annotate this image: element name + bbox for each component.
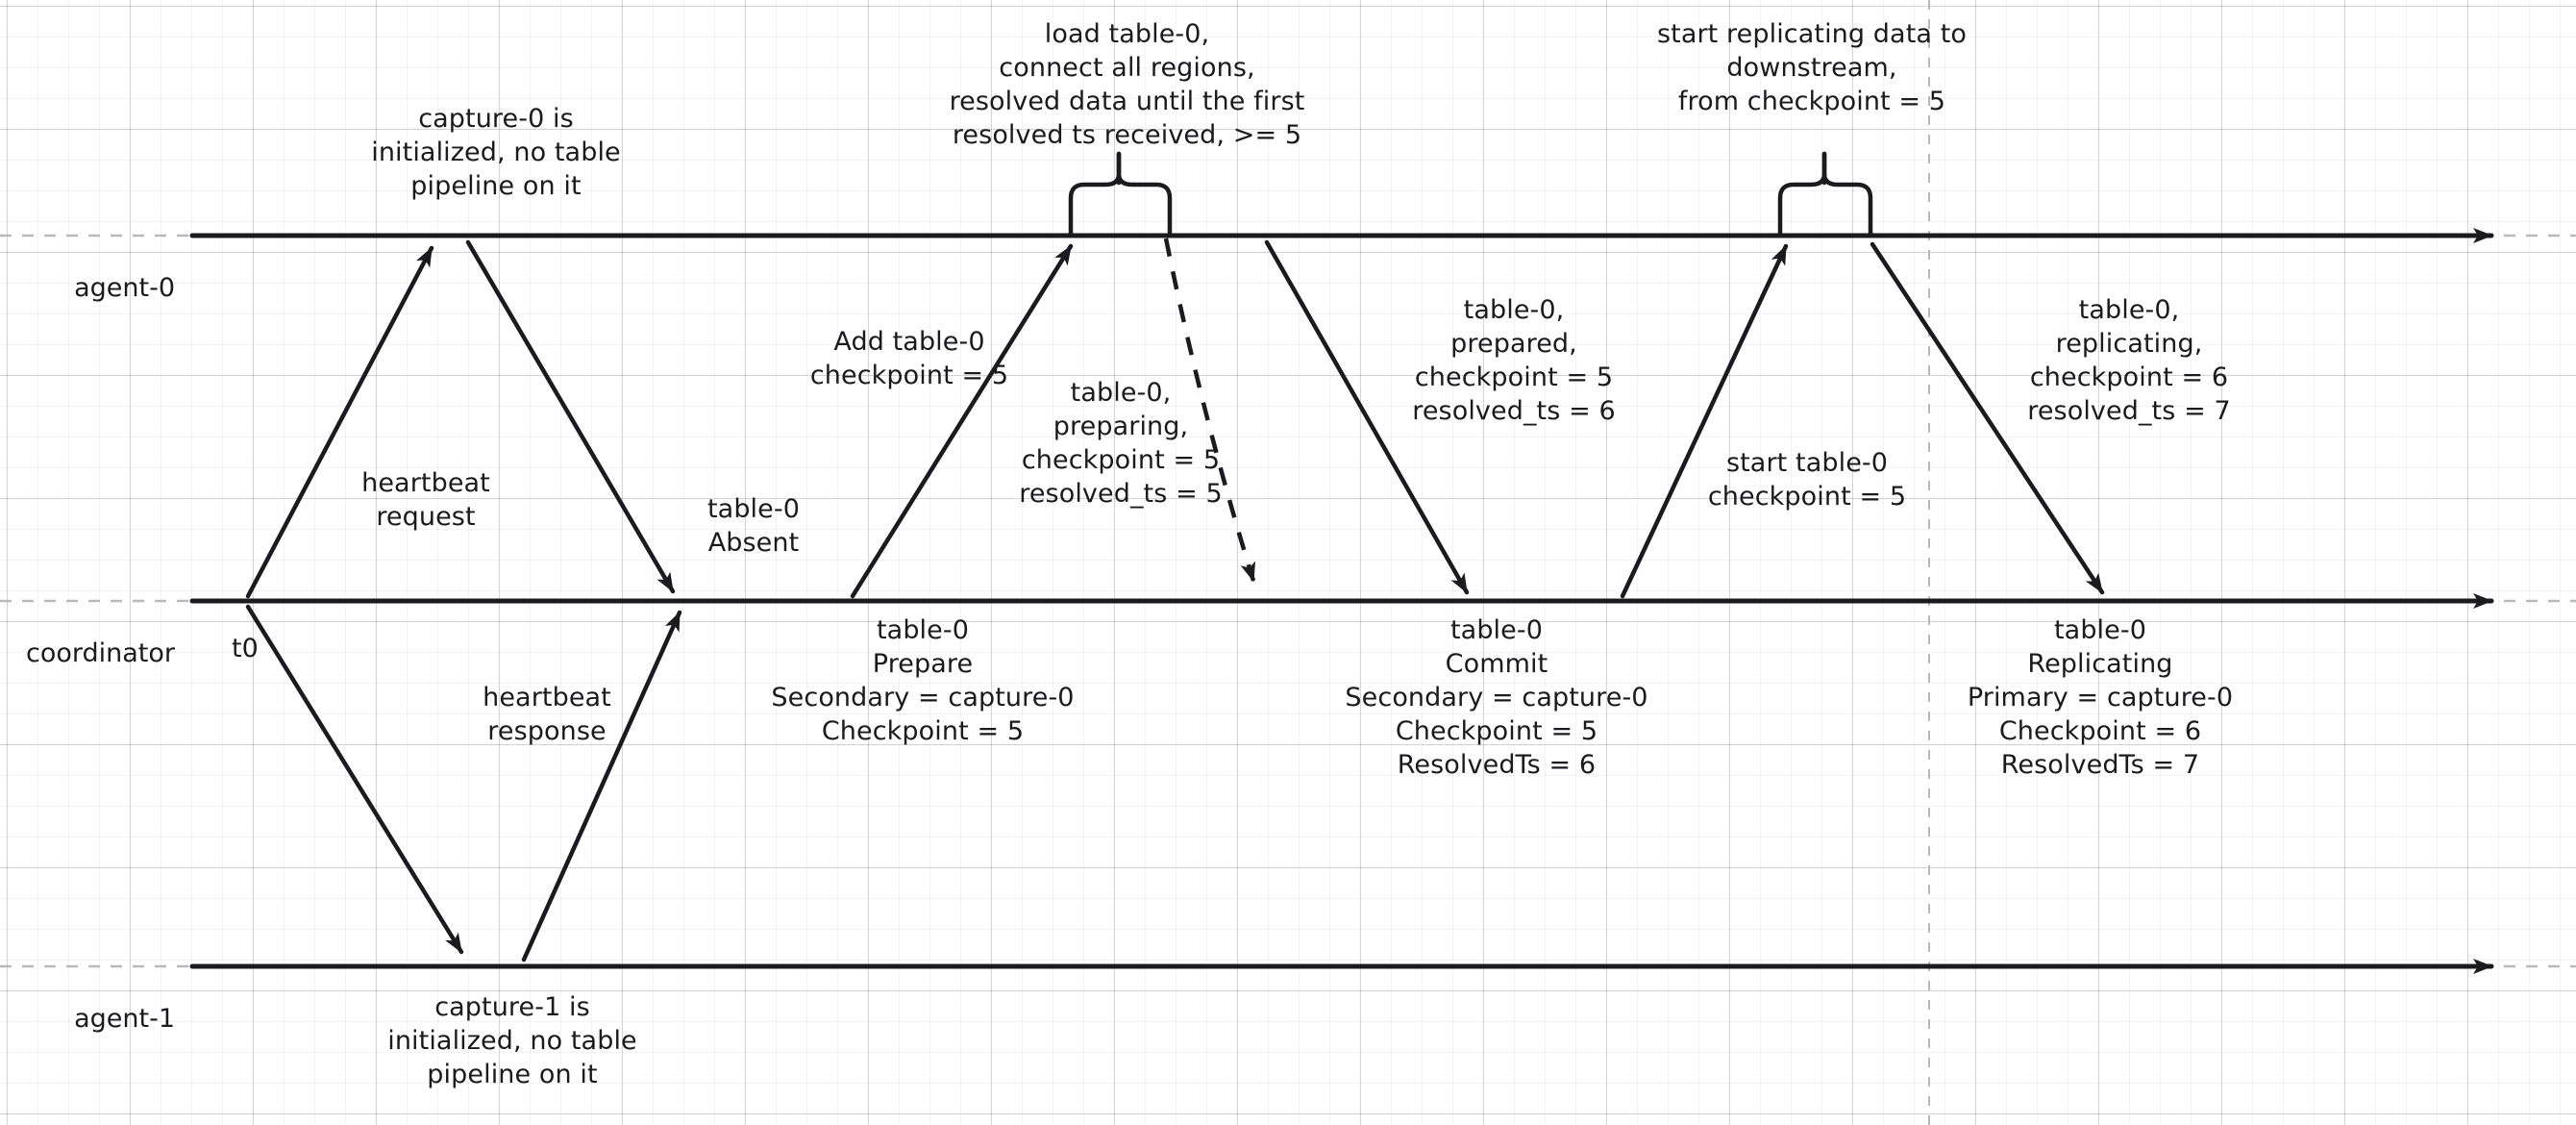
annotation-start-replicating: start replicating data to downstream, fr…: [1656, 19, 1968, 117]
actor-label-agent-1: agent-1: [74, 1004, 175, 1034]
brace-start-replicating: [1777, 151, 1873, 237]
arrow-heartbeat-response-agent0: [465, 239, 676, 594]
annotation-start-table-0: start table-0 checkpoint = 5: [1707, 448, 1907, 512]
annotation-load-table-0: load table-0, connect all regions, resol…: [949, 19, 1305, 151]
annotation-heartbeat-response: heartbeat response: [483, 683, 611, 747]
arrow-heartbeat-request-agent0: [245, 245, 434, 599]
annotation-table-0-preparing: table-0, preparing, checkpoint = 5 resol…: [1019, 378, 1223, 510]
arrow-heartbeat-request-agent1: [245, 604, 464, 955]
state-box-replicating: table-0 Replicating Primary = capture-0 …: [1967, 615, 2234, 781]
message-arrows: [245, 239, 2105, 962]
annotation-capture-0-initialized: capture-0 is initialized, no table pipel…: [371, 104, 621, 202]
curly-braces: [1068, 151, 1873, 237]
actor-label-coordinator: coordinator: [25, 638, 175, 668]
annotation-heartbeat-request: heartbeat request: [361, 468, 490, 533]
annotation-table-0-replicating: table-0, replicating, checkpoint = 6 res…: [2027, 295, 2231, 427]
annotation-capture-1-initialized: capture-1 is initialized, no table pipel…: [387, 992, 637, 1090]
brace-load-table0: [1068, 151, 1173, 237]
annotation-table-0-prepared: table-0, prepared, checkpoint = 5 resolv…: [1412, 295, 1616, 427]
annotation-table-0-absent: table-0 Absent: [706, 494, 800, 559]
arrow-start-table0: [1620, 243, 1789, 599]
actor-label-agent-0: agent-0: [74, 273, 175, 303]
state-box-prepare: table-0 Prepare Secondary = capture-0 Ch…: [771, 615, 1075, 747]
annotation-add-table-0: Add table-0 checkpoint = 5: [809, 327, 1009, 391]
t0-marker-label: t0: [232, 634, 259, 663]
arrow-heartbeat-response-agent1: [521, 610, 682, 962]
state-box-commit: table-0 Commit Secondary = capture-0 Che…: [1345, 615, 1648, 781]
